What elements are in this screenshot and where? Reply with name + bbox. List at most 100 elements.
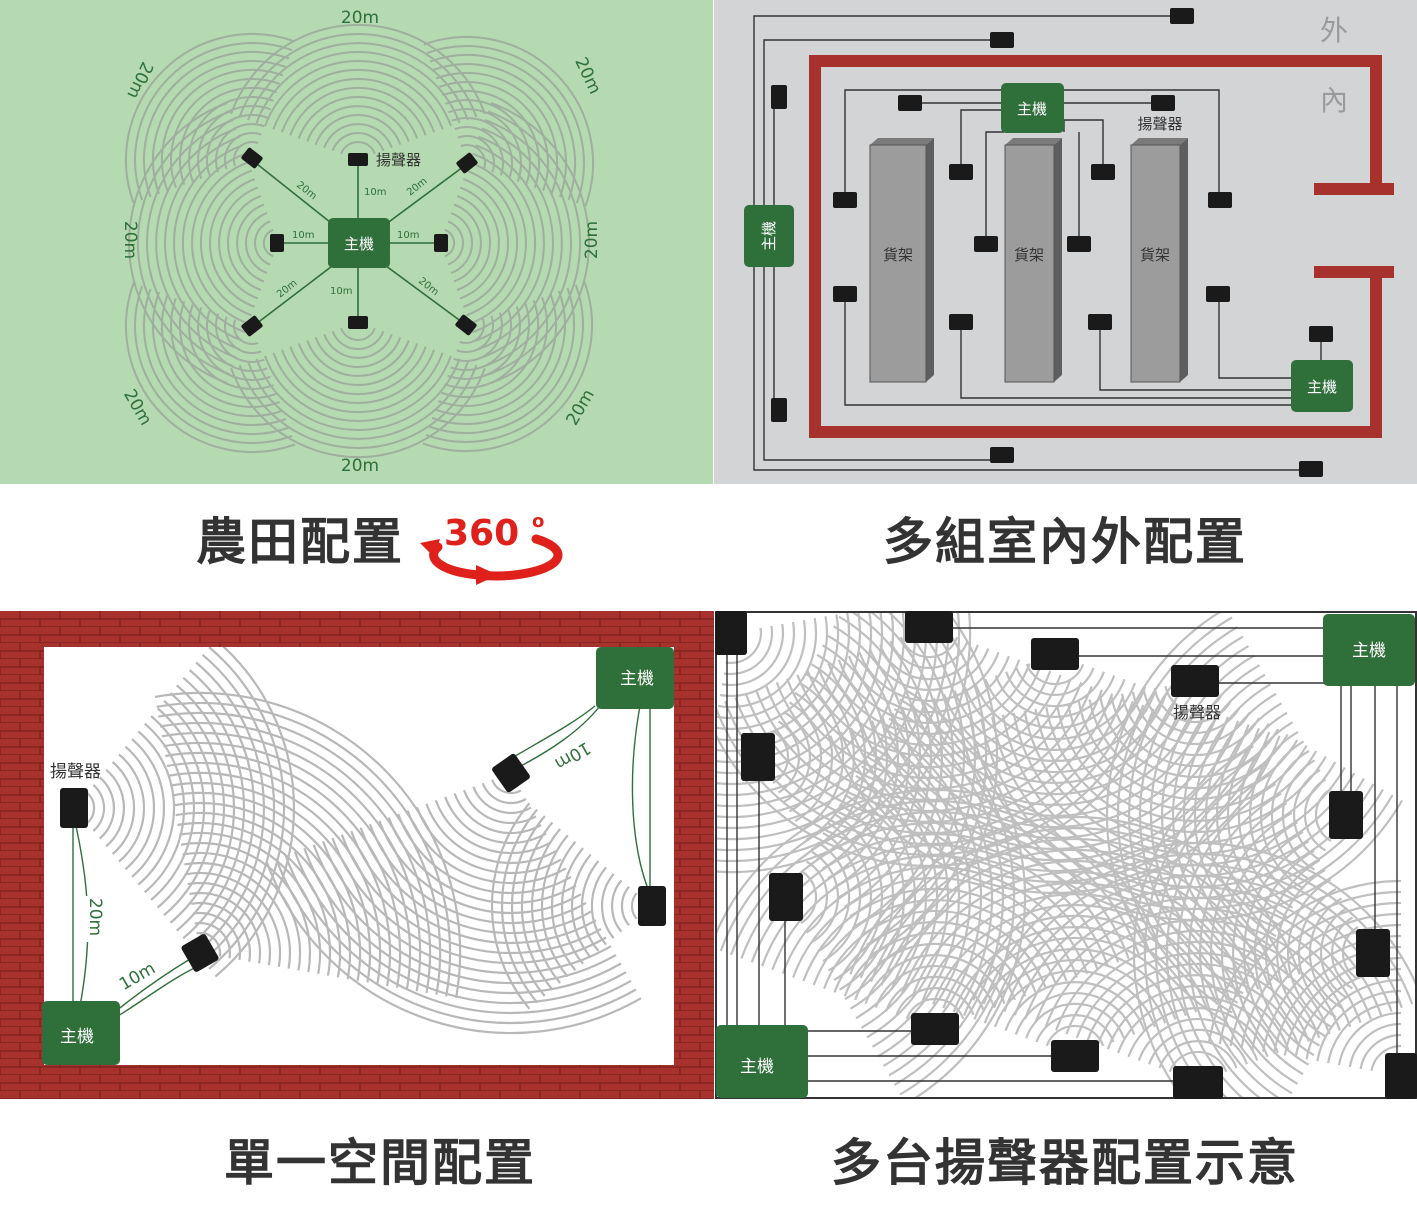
speaker-icon <box>911 1013 959 1045</box>
speaker-icon <box>1329 791 1363 839</box>
speaker-icon <box>60 788 88 828</box>
speaker-icon <box>1309 326 1333 342</box>
speaker-icon <box>1088 314 1112 330</box>
speaker-icon <box>348 153 368 166</box>
speaker-icon <box>1173 1066 1223 1099</box>
shelf <box>1004 138 1062 383</box>
sound-waves <box>125 23 594 459</box>
host-label: 主機 <box>60 1027 94 1047</box>
speaker-icon <box>990 447 1014 463</box>
multi-caption: 多台揚聲器配置示意 <box>831 1134 1299 1192</box>
speaker-icon <box>1051 1040 1099 1072</box>
speaker-label: 揚聲器 <box>50 762 101 782</box>
farm-speakers <box>241 147 478 337</box>
dist-label-right: 20m <box>582 221 602 259</box>
speaker-icon <box>715 611 747 655</box>
host-label: 主機 <box>1307 378 1337 396</box>
host-label: 主機 <box>740 1057 774 1077</box>
room-border <box>715 611 1417 1099</box>
speaker-icon <box>1208 192 1232 208</box>
room-caption: 單一空間配置 <box>224 1134 536 1192</box>
dist-label: 20m <box>85 898 105 936</box>
shelf-label: 貨架 <box>1140 246 1170 264</box>
speaker-icon <box>741 733 775 781</box>
speaker-label: 揚聲器 <box>376 151 421 169</box>
shelf <box>869 138 934 383</box>
farm-diagram: 主機 揚聲器 20m 10m 20m 10m 10m 20m 10m 20m 2… <box>0 0 713 484</box>
speaker-icon <box>898 95 922 111</box>
speaker-icon <box>1385 1053 1417 1099</box>
speaker-label: 揚聲器 <box>1173 703 1221 722</box>
room-panel: 主機 主機 揚聲器 20m 10m 10m <box>0 611 714 1099</box>
farm-caption: 農田配置 <box>196 513 404 571</box>
speaker-icon <box>348 316 368 329</box>
host-unit <box>1001 83 1064 133</box>
host-unit <box>1291 360 1353 412</box>
outside-label: 外 <box>1320 14 1348 47</box>
dist-label-top: 20m <box>341 8 379 28</box>
host-label: 主機 <box>620 669 654 689</box>
sound-waves <box>86 647 642 1035</box>
speaker-icon <box>771 398 787 422</box>
speaker-icon <box>974 236 998 252</box>
speaker-icon <box>769 873 803 921</box>
shelf <box>1130 138 1188 383</box>
host-label: 主機 <box>1352 641 1386 661</box>
dist-label-left: 20m <box>120 221 140 259</box>
warehouse-speakers <box>771 8 1333 477</box>
host-unit <box>1323 614 1415 686</box>
brick-wall <box>809 55 1394 438</box>
host-label: 主機 <box>344 235 374 253</box>
host-unit <box>744 205 794 267</box>
room-diagram: 主機 主機 揚聲器 20m 10m 10m <box>0 611 714 1099</box>
speaker-icon <box>434 234 448 252</box>
speaker-icon <box>1299 461 1323 477</box>
speaker-icon <box>949 314 973 330</box>
speaker-icon <box>1031 638 1079 670</box>
host-label: 主機 <box>1017 100 1047 118</box>
speaker-icon <box>1171 665 1219 697</box>
warehouse-panel: 貨架 貨架 貨架 主機 主機 主機 揚聲器 外 內 <box>714 0 1417 484</box>
multi-speakers <box>715 611 1417 1099</box>
warehouse-caption: 多組室內外配置 <box>883 513 1247 571</box>
multi-connections <box>726 627 1398 1082</box>
shelves <box>869 138 1188 383</box>
dist-label-bottom: 20m <box>341 456 379 476</box>
sound-waves <box>715 611 1417 1099</box>
room-speakers <box>60 753 666 972</box>
speaker-icon <box>1067 236 1091 252</box>
speaker-icon <box>1170 8 1194 24</box>
speaker-icon <box>1151 95 1175 111</box>
speaker-icon <box>241 147 263 169</box>
speaker-icon <box>833 286 857 302</box>
speaker-icon <box>1206 286 1230 302</box>
dist-label: 10m <box>292 230 314 241</box>
speaker-icon <box>949 164 973 180</box>
speaker-icon <box>990 32 1014 48</box>
rotation-360-badge: 360 o <box>418 505 568 585</box>
speaker-icon <box>1356 929 1390 977</box>
multi-diagram: 主機 主機 揚聲器 <box>715 611 1417 1099</box>
speaker-icon <box>833 192 857 208</box>
speaker-icon <box>492 753 530 793</box>
host-unit <box>328 218 390 268</box>
dist-label: 10m <box>364 187 386 198</box>
shelf-label: 貨架 <box>1014 246 1044 264</box>
shelf-label: 貨架 <box>883 246 913 264</box>
dist-label: 10m <box>397 230 419 241</box>
rotate-360-icon: 360 o <box>420 511 563 585</box>
speaker-icon <box>771 85 787 109</box>
badge-text: 360 <box>444 513 519 554</box>
speaker-icon <box>181 934 219 972</box>
speaker-icon <box>456 152 478 174</box>
multi-panel: 主機 主機 揚聲器 <box>715 611 1417 1099</box>
speaker-icon <box>1091 164 1115 180</box>
speaker-label: 揚聲器 <box>1137 115 1182 133</box>
speaker-icon <box>455 314 477 336</box>
speaker-icon <box>638 886 666 926</box>
speaker-icon <box>270 234 284 252</box>
inside-label: 內 <box>1320 84 1348 117</box>
host-label: 主機 <box>760 221 778 251</box>
host-unit <box>596 647 674 709</box>
speaker-icon <box>241 315 263 337</box>
